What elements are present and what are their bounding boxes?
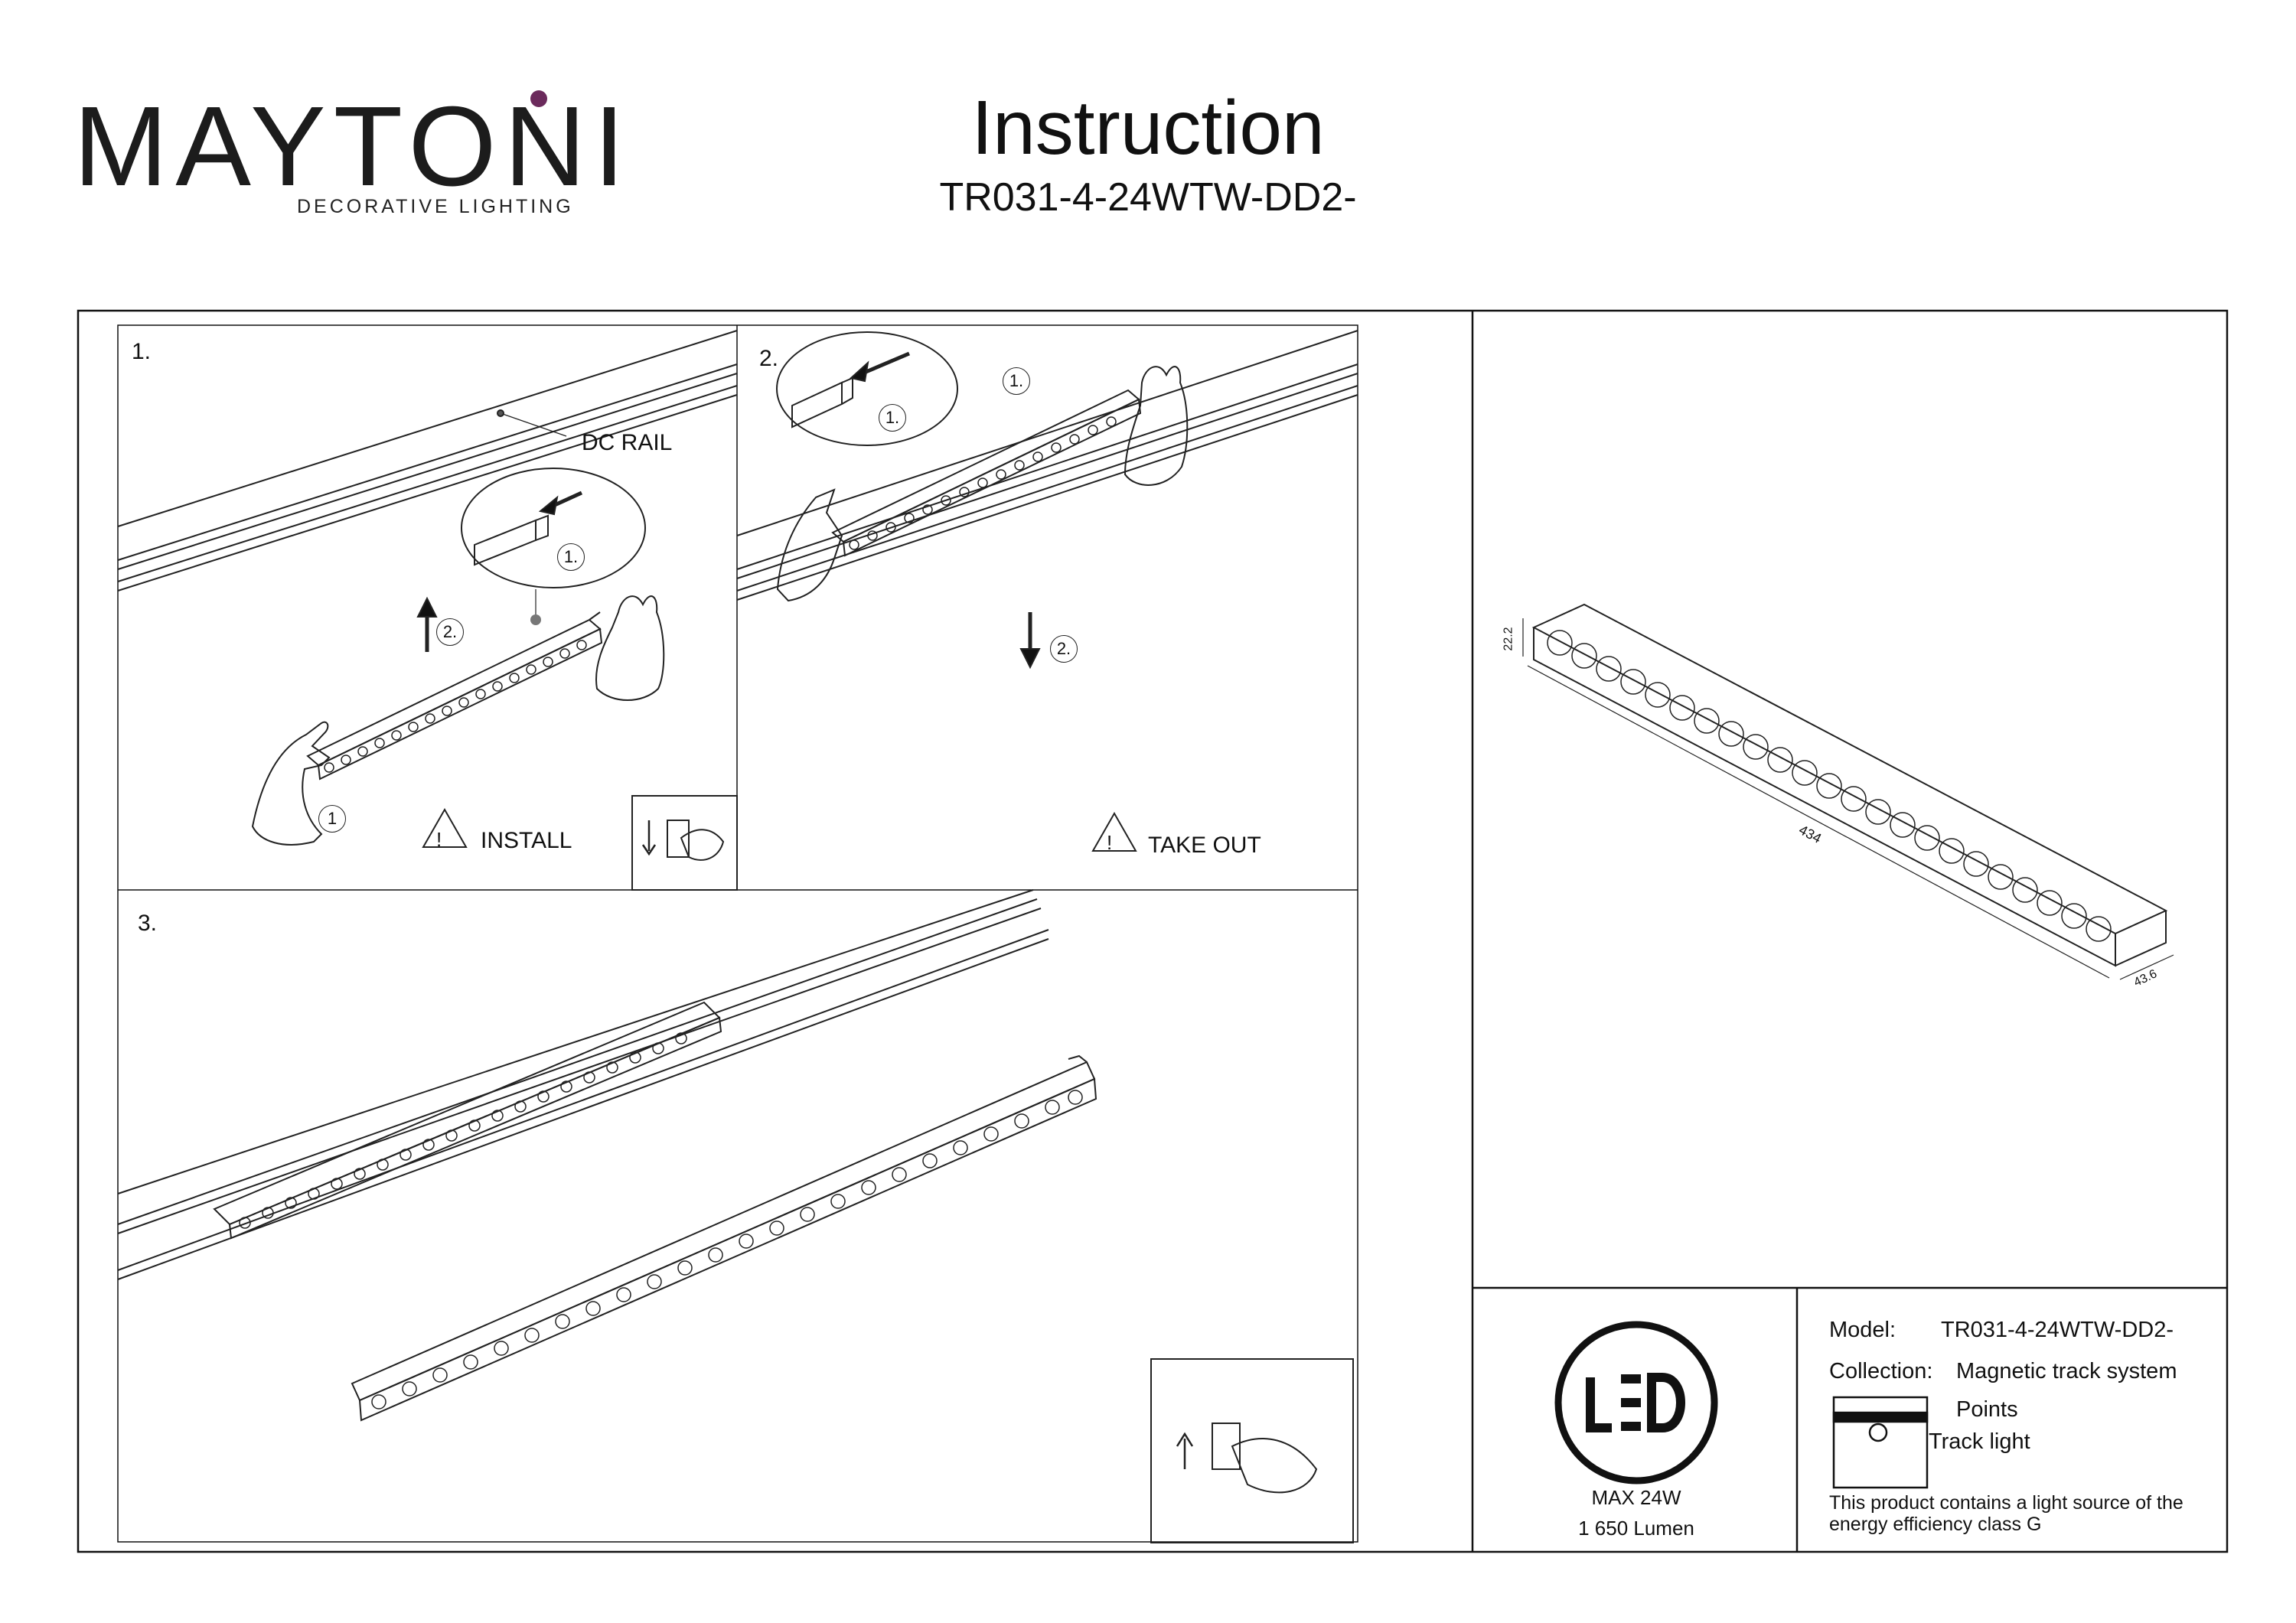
step2-drawing — [736, 330, 1358, 852]
step2-callout-1a: 1. — [1003, 367, 1030, 395]
dc-rail-label: DC RAIL — [582, 430, 673, 455]
step1-hand-callout: 1 — [318, 805, 346, 833]
track-light-icon — [1832, 1396, 1929, 1489]
step3-drawing — [117, 889, 1354, 1543]
model-code: TR031-4-24WTW-DD2- — [939, 175, 1357, 220]
step1-callout-1: 1. — [557, 543, 585, 571]
model-label: Model: — [1829, 1318, 1896, 1342]
brand-tagline: DECORATIVE LIGHTING — [297, 196, 574, 217]
collection-value: Magnetic track system — [1956, 1359, 2177, 1383]
logo-accent-dot — [530, 90, 547, 107]
dimension-height: 22.2 — [1502, 627, 1515, 651]
step3-number: 3. — [138, 911, 158, 936]
warning-triangle-icon: ! — [436, 828, 442, 851]
install-label: INSTALL — [481, 828, 572, 853]
step2-number: 2. — [759, 346, 779, 371]
lumen-value: 1 650 Lumen — [1578, 1517, 1694, 1540]
step1-drawing — [117, 330, 738, 891]
energy-note-line2: energy efficiency class G — [1829, 1514, 2042, 1535]
step2-callout-1b: 1. — [879, 404, 906, 432]
page-title: Instruction — [971, 85, 1325, 171]
brand-logo: MAYTONI — [73, 83, 633, 210]
led-icon — [1554, 1321, 1718, 1484]
take-out-label: TAKE OUT — [1148, 833, 1261, 858]
model-value: TR031-4-24WTW-DD2- — [1941, 1318, 2174, 1342]
dimension-drawing — [1522, 603, 2174, 980]
track-light-label: Track light — [1929, 1429, 2030, 1454]
max-power: MAX 24W — [1591, 1486, 1681, 1509]
step2-callout-2: 2. — [1050, 635, 1078, 663]
step1-callout-2: 2. — [436, 618, 464, 646]
step1-number: 1. — [132, 339, 152, 364]
warning-triangle-icon: ! — [1107, 831, 1113, 854]
energy-note-line1: This product contains a light source of … — [1829, 1492, 2183, 1514]
collection-label: Collection: — [1829, 1359, 1933, 1383]
outer-frame — [77, 309, 2229, 1553]
points-label: Points — [1956, 1397, 2018, 1422]
